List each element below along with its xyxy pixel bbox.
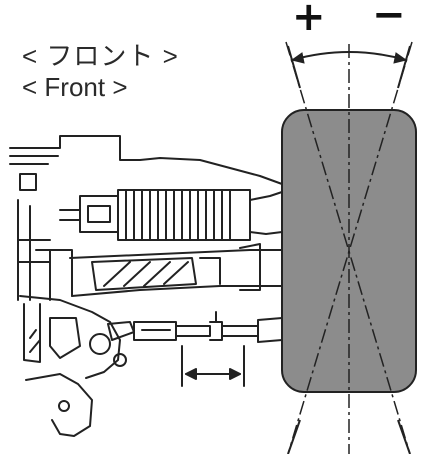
front-label-japanese: < フロント > (22, 41, 179, 71)
suspension-assembly (9, 135, 283, 437)
arc-left-arrowhead (290, 52, 305, 64)
lower-arm (69, 243, 283, 297)
arc-right-arrowhead (393, 52, 408, 64)
tie-rod-adjust-arrow (181, 345, 245, 387)
knuckle (19, 295, 127, 437)
negative-sign: − (372, 0, 406, 38)
coil-spring (59, 189, 283, 241)
tie-rod (107, 311, 283, 343)
positive-sign: + (292, 0, 326, 40)
front-label-english: < Front > (22, 72, 128, 102)
camber-reference-lines (285, 41, 413, 455)
positive-camber-line (285, 41, 411, 455)
camber-angle-arc (291, 51, 407, 61)
negative-camber-line (287, 41, 413, 455)
